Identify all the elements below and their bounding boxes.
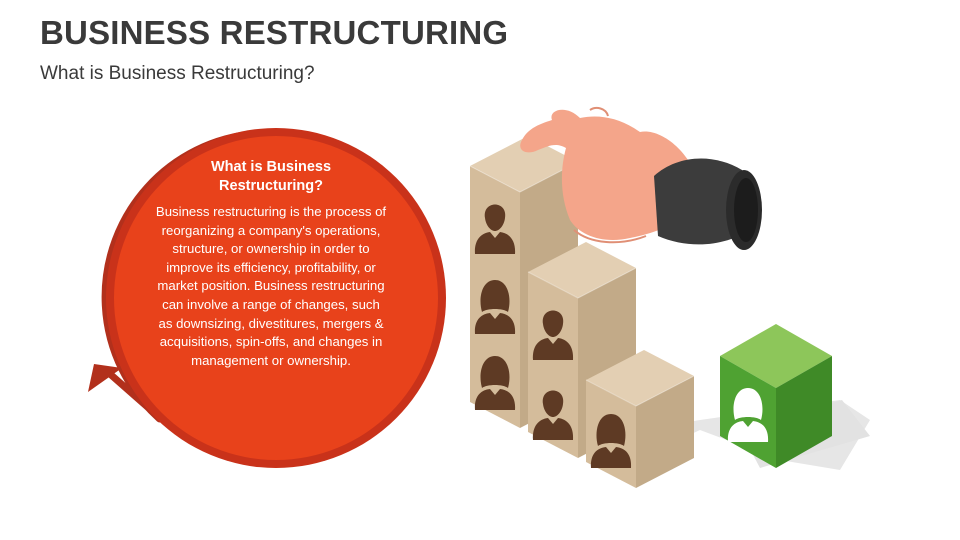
page-title: BUSINESS RESTRUCTURING (40, 14, 509, 51)
callout-heading: What is Business Restructuring? (210, 159, 332, 194)
callout-body: Business restructuring is the process of… (155, 204, 387, 368)
callout-text: What is Business Restructuring? Business… (154, 158, 388, 370)
page-subtitle: What is Business Restructuring? (40, 63, 315, 84)
hand-icon (520, 107, 762, 250)
callout-circle (114, 136, 438, 460)
green-box (720, 324, 870, 468)
